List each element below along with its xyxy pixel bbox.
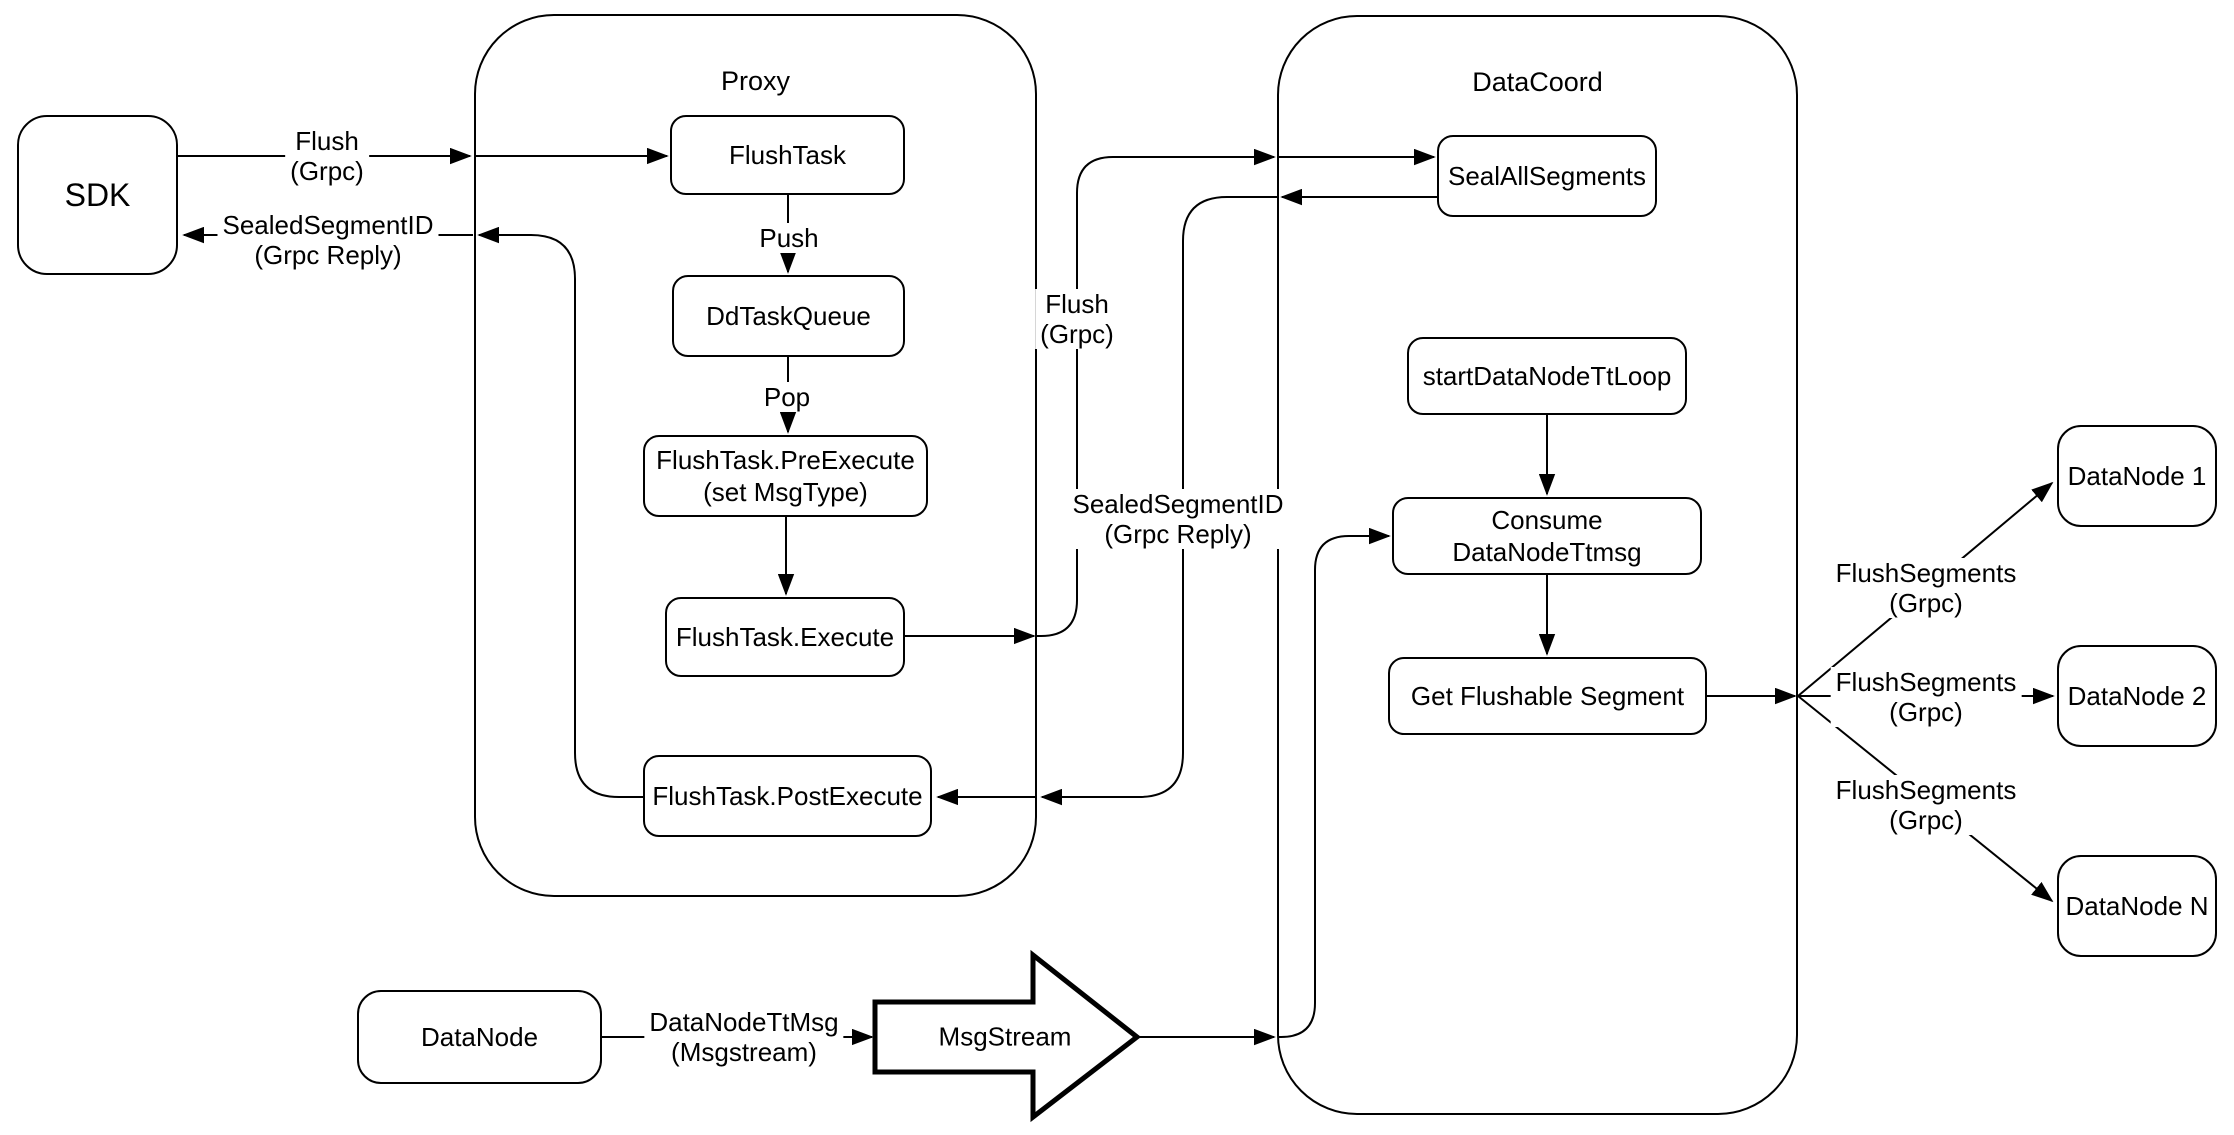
edge-flush-grpc-to-datacoord: [1037, 148, 1276, 637]
label-flush-grpc-sdk-line1: Flush: [295, 126, 359, 156]
datacoord-title: DataCoord: [1472, 67, 1603, 97]
label-flushsegments-3: FlushSegments (Grpc): [1830, 775, 2022, 835]
label-flushsegments-3-line2: (Grpc): [1889, 805, 1963, 835]
label-pop: Pop: [758, 382, 816, 412]
datacoord-container: DataCoord: [1277, 15, 1798, 1115]
node-execute: FlushTask.Execute: [665, 597, 905, 677]
node-datanoden: DataNode N: [2057, 855, 2217, 957]
msgstream-arrow-shape: [872, 949, 1142, 1123]
node-datanode1: DataNode 1: [2057, 425, 2217, 527]
node-flushtask: FlushTask: [670, 115, 905, 195]
node-sdk: SDK: [17, 115, 178, 275]
label-flushsegments-2: FlushSegments (Grpc): [1830, 667, 2022, 727]
node-postexecute-label: FlushTask.PostExecute: [652, 781, 923, 811]
node-postexecute: FlushTask.PostExecute: [643, 755, 932, 837]
node-sealallsegments-label: SealAllSegments: [1448, 161, 1646, 191]
edge-postexecute-to-proxy-border: [477, 226, 643, 798]
label-flushsegments-2-line1: FlushSegments: [1835, 667, 2017, 697]
label-datanodettmsg: DataNodeTtMsg (Msgstream): [644, 1007, 844, 1067]
node-execute-label: FlushTask.Execute: [675, 622, 895, 652]
label-flushsegments-1-line2: (Grpc): [1889, 588, 1963, 618]
node-datanode-source: DataNode: [357, 990, 602, 1084]
node-ddtaskqueue: DdTaskQueue: [672, 275, 905, 357]
label-sealedsegmentid-mid-line1: SealedSegmentID: [1072, 489, 1284, 519]
node-preexecute-label: FlushTask.PreExecute (set MsgType): [656, 444, 915, 508]
node-flushtask-label: FlushTask: [728, 140, 847, 170]
proxy-title: Proxy: [720, 66, 791, 96]
node-sealallsegments: SealAllSegments: [1437, 135, 1657, 217]
node-datanode-source-label: DataNode: [420, 1022, 539, 1052]
node-startdatanodettloop: startDataNodeTtLoop: [1407, 337, 1687, 415]
label-datanodettmsg-line1: DataNodeTtMsg: [649, 1007, 839, 1037]
node-datanode2-label: DataNode 2: [2067, 681, 2207, 711]
label-push: Push: [754, 223, 824, 253]
node-getflushablesegment: Get Flushable Segment: [1388, 657, 1707, 735]
node-preexecute-line1: FlushTask.PreExecute: [656, 445, 915, 475]
label-datanodettmsg-line2: (Msgstream): [671, 1037, 817, 1067]
node-getflushablesegment-label: Get Flushable Segment: [1410, 681, 1685, 711]
label-sealedsegmentid-sdk-line1: SealedSegmentID: [222, 210, 434, 240]
label-flushsegments-1: FlushSegments (Grpc): [1830, 558, 2022, 618]
node-datanode1-label: DataNode 1: [2067, 461, 2207, 491]
msgstream-label: MsgStream: [938, 1021, 1072, 1052]
proxy-container: Proxy: [474, 14, 1037, 897]
node-preexecute: FlushTask.PreExecute (set MsgType): [643, 435, 928, 517]
label-sealedsegmentid-sdk: SealedSegmentID (Grpc Reply): [217, 210, 439, 270]
label-sealedsegmentid-mid: SealedSegmentID (Grpc Reply): [1067, 489, 1289, 549]
node-preexecute-line2: (set MsgType): [703, 477, 868, 507]
label-flush-grpc-sdk-line2: (Grpc): [290, 156, 364, 186]
label-flushsegments-3-line1: FlushSegments: [1835, 775, 2017, 805]
label-flushsegments-1-line1: FlushSegments: [1835, 558, 2017, 588]
node-sdk-label: SDK: [64, 177, 131, 213]
label-flush-grpc-sdk: Flush (Grpc): [285, 126, 369, 186]
node-ddtaskqueue-label: DdTaskQueue: [706, 301, 871, 331]
label-flush-grpc-mid-line1: Flush: [1045, 289, 1109, 319]
node-startdatanodettloop-label: startDataNodeTtLoop: [1422, 361, 1672, 391]
node-datanoden-label: DataNode N: [2065, 891, 2209, 921]
node-consumedatanodettmsg-label: Consume DataNodeTtmsg: [1452, 505, 1642, 567]
label-flush-grpc-mid: Flush (Grpc): [1035, 289, 1119, 349]
label-flushsegments-2-line2: (Grpc): [1889, 697, 1963, 727]
label-sealedsegmentid-sdk-line2: (Grpc Reply): [254, 240, 402, 270]
label-flush-grpc-mid-line2: (Grpc): [1040, 319, 1114, 349]
node-consumedatanodettmsg: Consume DataNodeTtmsg: [1392, 497, 1702, 575]
node-datanode2: DataNode 2: [2057, 645, 2217, 747]
label-sealedsegmentid-mid-line2: (Grpc Reply): [1104, 519, 1252, 549]
